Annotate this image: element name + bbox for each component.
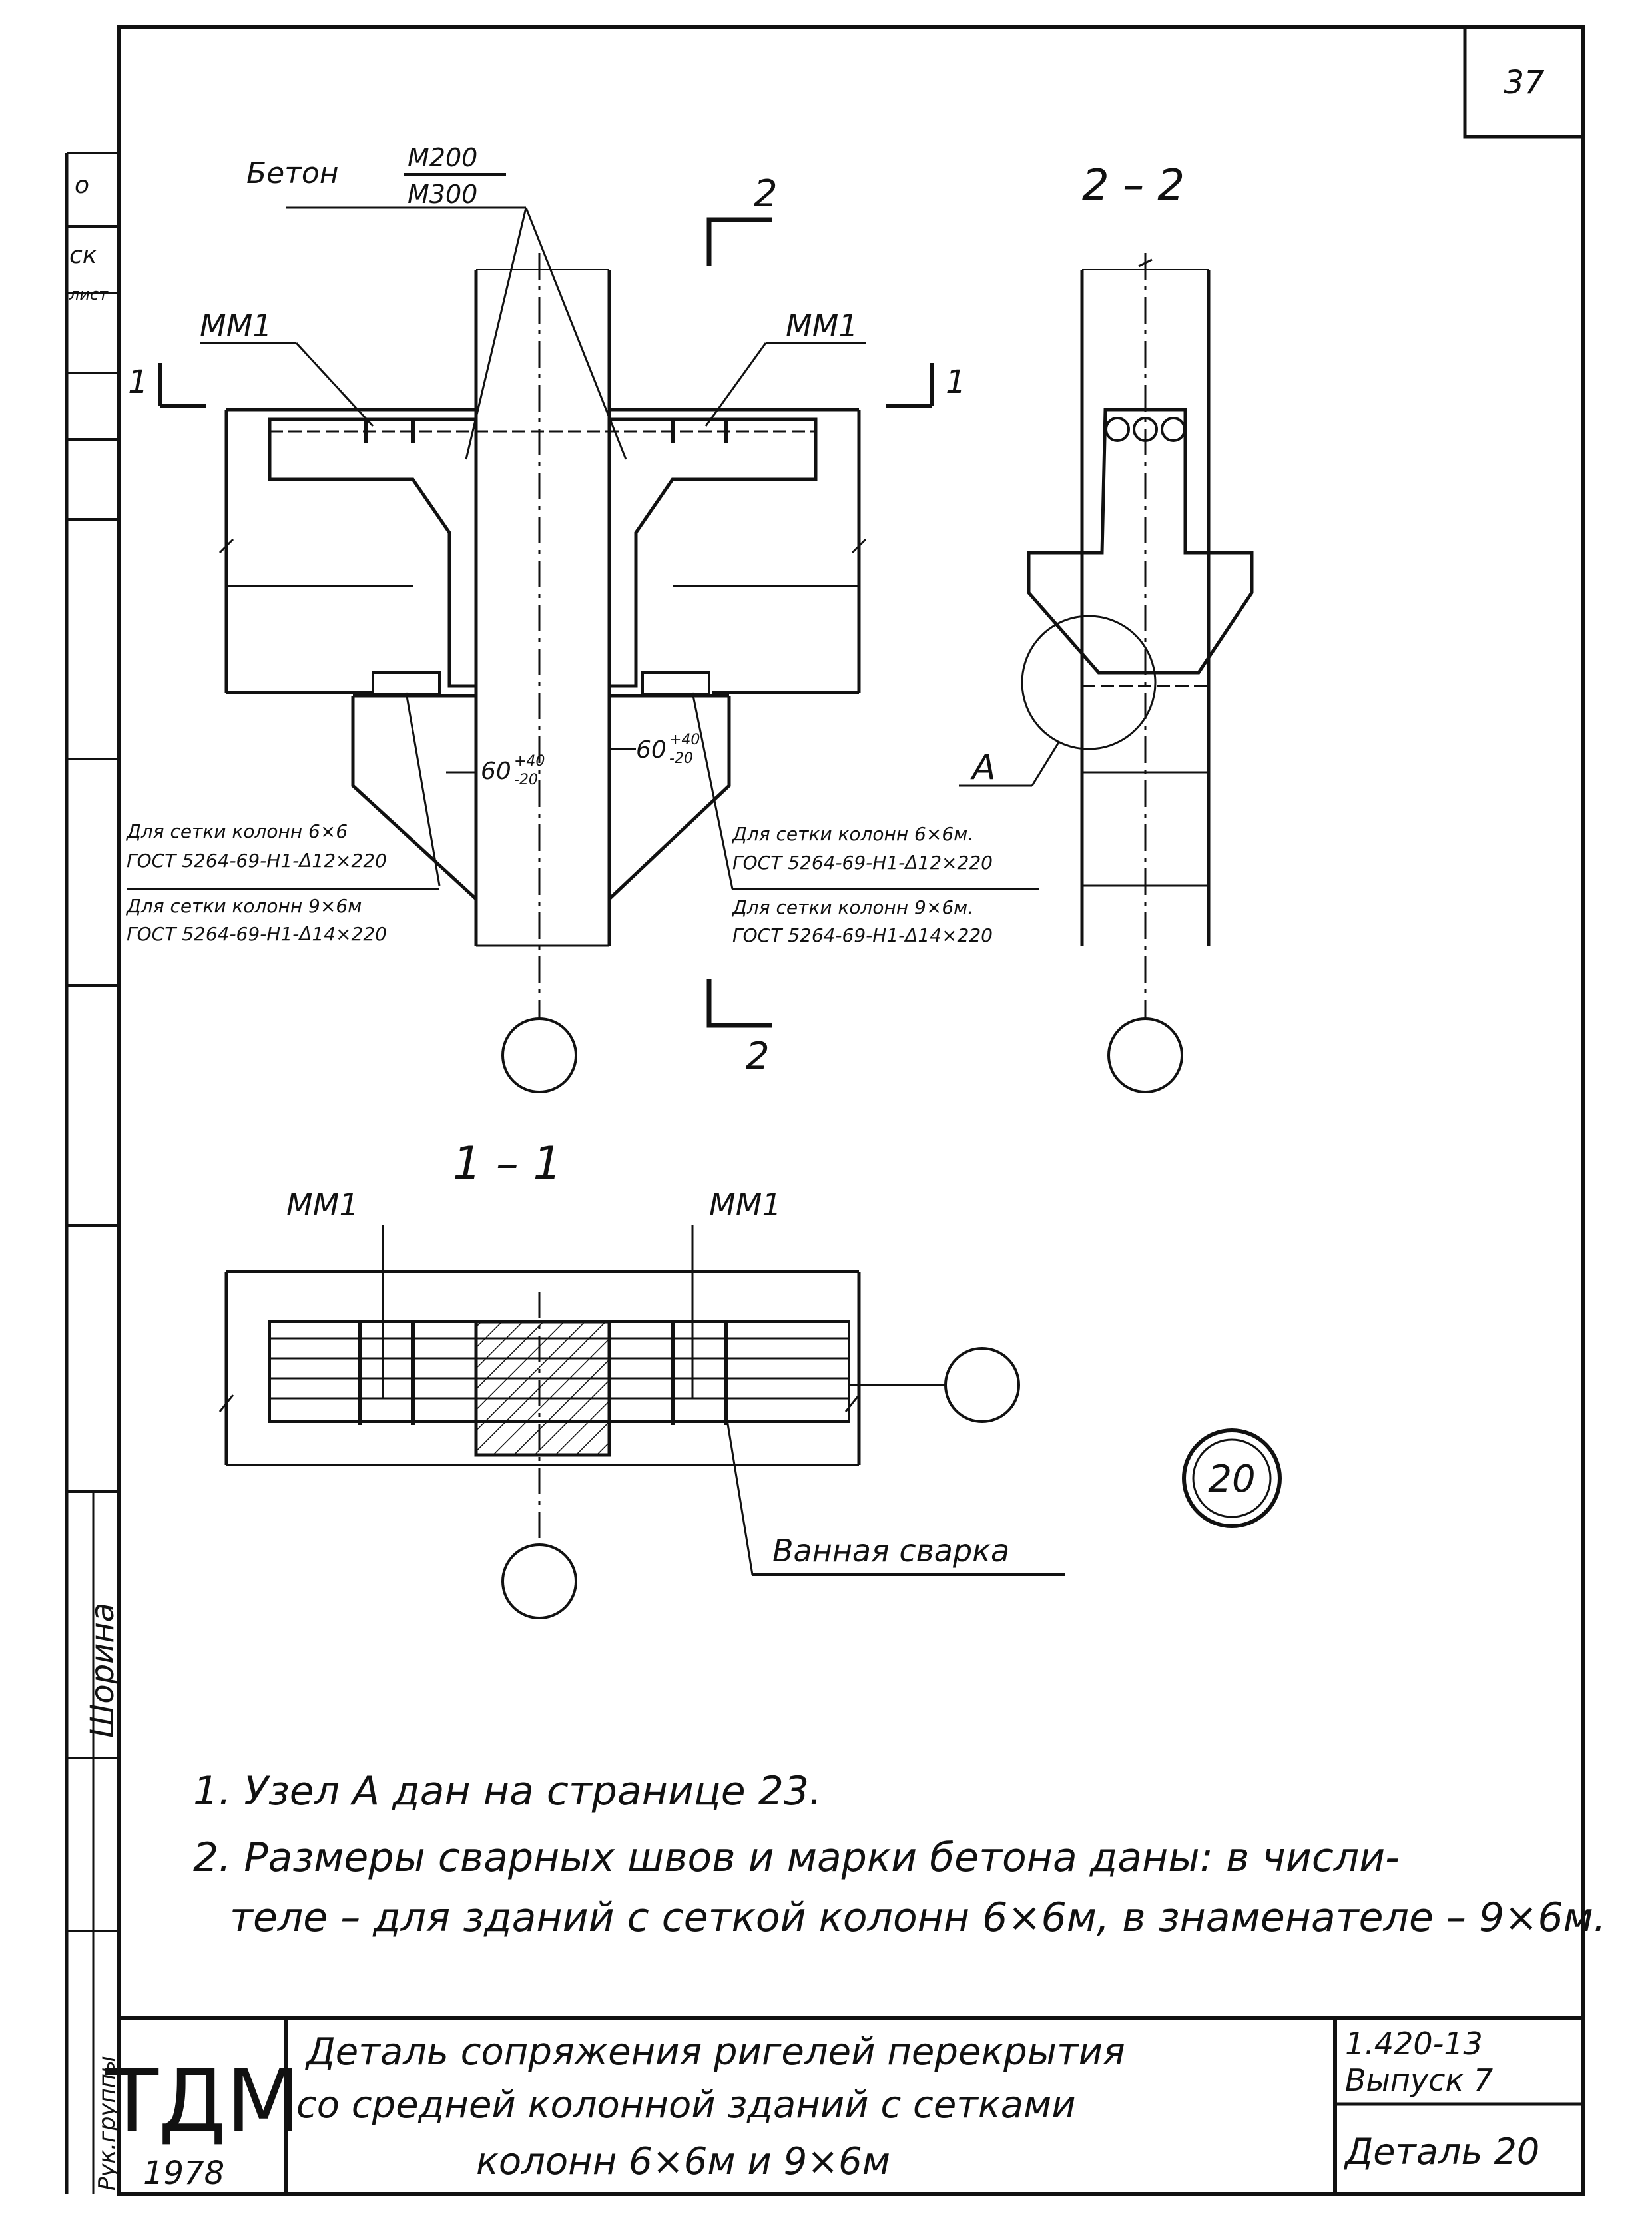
note-right-6x6-1: Для сетки колонн 6×6м. bbox=[731, 823, 973, 845]
dim-left: 60 bbox=[481, 758, 511, 785]
cut-2-top: 2 bbox=[754, 172, 778, 216]
axis-bubble-22 bbox=[1107, 1017, 1183, 1093]
detail-badge-outer bbox=[1182, 1428, 1282, 1528]
concrete-grade-top: M200 bbox=[408, 143, 477, 172]
org-logo: ТДМ bbox=[105, 2050, 300, 2151]
detail-badge: 20 bbox=[1208, 1458, 1255, 1501]
axis-bubble-main bbox=[501, 1017, 577, 1093]
dim-right-tol-bottom: -20 bbox=[669, 750, 693, 767]
mm1-plan-right: MM1 bbox=[709, 1187, 782, 1223]
note-right-6x6-2: ГОСТ 5264-69-Н1-Δ12×220 bbox=[732, 852, 993, 874]
sheet-number: 37 bbox=[1504, 64, 1545, 101]
notes: 1. Узел А дан на странице 23. 2. Размеры… bbox=[193, 1768, 1606, 1941]
concrete-grade-bottom: M300 bbox=[408, 180, 477, 209]
sheet-frame: 37 bbox=[117, 25, 1585, 2196]
weld-label: Ванная сварка bbox=[772, 1533, 1009, 1569]
doc-code: 1.420-13 bbox=[1345, 2026, 1483, 2062]
mm1-right: MM1 bbox=[786, 308, 858, 344]
dim-left-tol-top: +40 bbox=[514, 753, 545, 770]
dim-right: 60 bbox=[636, 736, 667, 764]
dim-right-tol-top: +40 bbox=[669, 732, 700, 748]
note-left-9x6-2: ГОСТ 5264-69-Н1-Δ14×220 bbox=[127, 923, 387, 945]
section-2-2-title: 2 – 2 bbox=[1082, 161, 1185, 210]
mm1-plan-left: MM1 bbox=[286, 1187, 359, 1223]
mm1-left: MM1 bbox=[200, 308, 272, 344]
cut-1-right: 1 bbox=[946, 364, 966, 401]
sheet-number-box bbox=[1463, 25, 1585, 139]
note-2: 2. Размеры сварных швов и марки бетона д… bbox=[193, 1834, 1400, 1881]
note-right-9x6-2: ГОСТ 5264-69-Н1-Δ14×220 bbox=[732, 924, 993, 946]
strip-fragment-3: лист bbox=[69, 285, 109, 304]
node-a-callout bbox=[1021, 615, 1157, 750]
note-left-6x6-2: ГОСТ 5264-69-Н1-Δ12×220 bbox=[127, 850, 387, 872]
concrete-label: Бетон bbox=[246, 156, 339, 190]
dim-left-tol-bottom: -20 bbox=[514, 772, 538, 788]
strip-role: Рук.группы bbox=[94, 2056, 121, 2191]
title-line-2: со средней колонной зданий с сетками bbox=[296, 2083, 1076, 2127]
section-1-1-title: 1 – 1 bbox=[453, 1137, 562, 1190]
section-1-1: 1 – 1 MM1 MM1 Ванная сварка 20 bbox=[218, 1137, 1282, 1619]
cut-2-bottom: 2 bbox=[746, 1035, 770, 1078]
axis-bubble-11-right bbox=[944, 1347, 1020, 1423]
issue: Выпуск 7 bbox=[1345, 2062, 1493, 2098]
note-left-9x6-1: Для сетки колонн 9×6м bbox=[125, 895, 362, 917]
title-line-1: Деталь сопряжения ригелей перекрытия bbox=[304, 2030, 1125, 2074]
year: 1978 bbox=[143, 2155, 224, 2192]
note-right-9x6-1: Для сетки колонн 9×6м. bbox=[731, 896, 973, 918]
note-3: теле – для зданий с сеткой колонн 6×6м, … bbox=[230, 1894, 1606, 1941]
left-strip: о ск лист Шорина Рук.группы bbox=[65, 152, 121, 2194]
node-label: А bbox=[970, 748, 996, 788]
detail-title: Деталь 20 bbox=[1344, 2131, 1539, 2173]
cut-1-left: 1 bbox=[128, 364, 148, 401]
strip-fragment-2: ск bbox=[69, 242, 97, 269]
main-elevation: Бетон M200 M300 2 MM1 bbox=[125, 143, 1039, 1093]
note-1: 1. Узел А дан на странице 23. bbox=[193, 1768, 822, 1814]
strip-fragment-1: о bbox=[75, 172, 89, 199]
title-line-3: колонн 6×6м и 9×6м bbox=[476, 2140, 890, 2183]
title-block: ТДМ 1978 Деталь сопряжения ригелей перек… bbox=[105, 2016, 1583, 2194]
strip-name: Шорина bbox=[84, 1603, 121, 1738]
axis-bubble-11-bottom bbox=[501, 1543, 577, 1619]
note-left-6x6-1: Для сетки колонн 6×6 bbox=[125, 820, 348, 842]
section-2-2: 2 – 2 А bbox=[959, 161, 1254, 1093]
